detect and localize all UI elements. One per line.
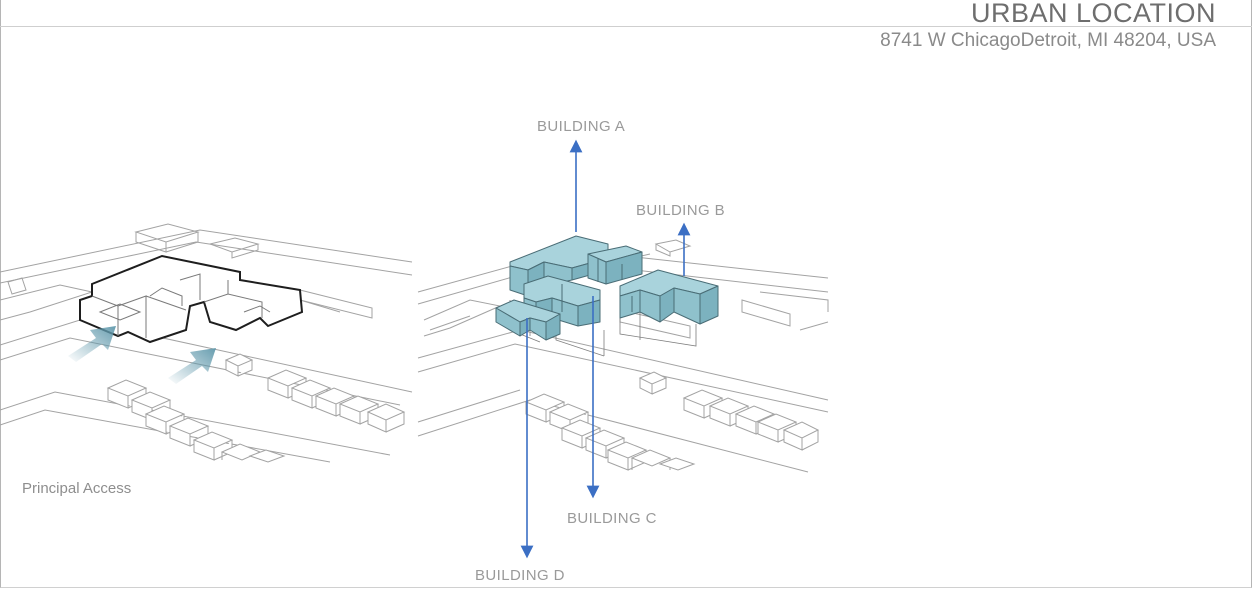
page-title: URBAN LOCATION: [970, 0, 1216, 28]
building-leader-arrows: [520, 139, 691, 559]
building-a-label: BUILDING A: [537, 118, 626, 135]
header-divider: [0, 26, 1252, 27]
building-d-label: BUILDING D: [475, 567, 565, 584]
principal-access-caption: Principal Access: [22, 480, 132, 497]
left-building-outline: [79, 254, 304, 344]
site-address: 8741 W ChicagoDetroit, MI 48204, USA: [880, 30, 1216, 51]
right-houses: [524, 371, 820, 471]
building-d-massing: [495, 299, 561, 341]
principal-access-arrows: [68, 326, 216, 384]
building-b-label: BUILDING B: [636, 202, 726, 219]
left-building-inner: [91, 273, 271, 338]
access-arrow-icon: [68, 326, 116, 362]
access-arrow-icon: [168, 348, 216, 384]
building-c-label: BUILDING C: [567, 510, 657, 527]
left-site-context: [0, 223, 413, 463]
building-b-massing: [619, 269, 719, 325]
left-houses: [106, 353, 406, 463]
